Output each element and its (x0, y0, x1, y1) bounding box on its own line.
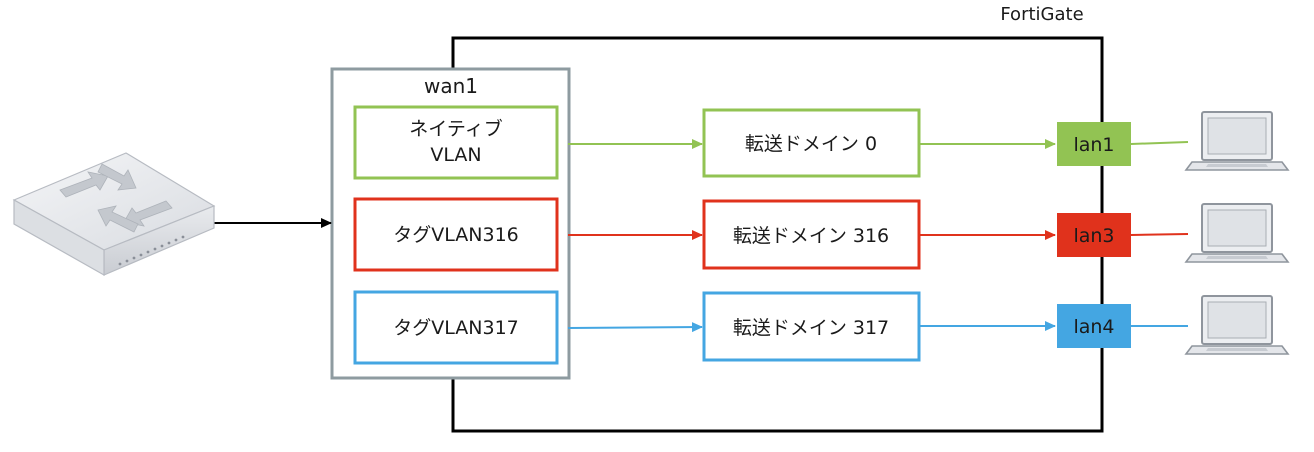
lan4-port (1057, 304, 1131, 348)
vlan-box-316 (353, 197, 559, 272)
domain-box-317 (702, 291, 921, 362)
laptop-icon (1184, 111, 1290, 171)
vlan-box-317 (353, 290, 559, 365)
cable-lan1-to-laptop (1130, 141, 1189, 145)
vlan-316-label: タグVLAN316 (393, 224, 519, 246)
vlan-native-line1: ネイティブ (409, 117, 502, 140)
laptop-icon (1184, 295, 1290, 355)
domain-box-316 (702, 199, 921, 270)
domain-box-0 (702, 108, 921, 178)
lan3-port (1057, 213, 1131, 257)
arrow-317-to-domain317 (567, 322, 703, 333)
lan1-port (1057, 122, 1131, 166)
vlan-box-native (353, 105, 559, 180)
vlan-317-label: タグVLAN317 (393, 317, 519, 339)
laptop-icon (1184, 203, 1290, 263)
fortigate-title: FortiGate (1000, 4, 1083, 25)
network-switch-icon (12, 152, 216, 277)
domain-316-label: 転送ドメイン 316 (733, 225, 889, 247)
lan4-label: lan4 (1073, 316, 1114, 338)
domain-0-label: 転送ドメイン 0 (745, 133, 877, 155)
cable-lan3-to-laptop (1130, 233, 1189, 236)
domain-317-label: 転送ドメイン 317 (733, 317, 889, 339)
vlan-native-line2: VLAN (430, 144, 481, 166)
lan1-label: lan1 (1073, 134, 1114, 156)
lan3-label: lan3 (1073, 225, 1114, 247)
wan1-label: wan1 (424, 74, 478, 98)
